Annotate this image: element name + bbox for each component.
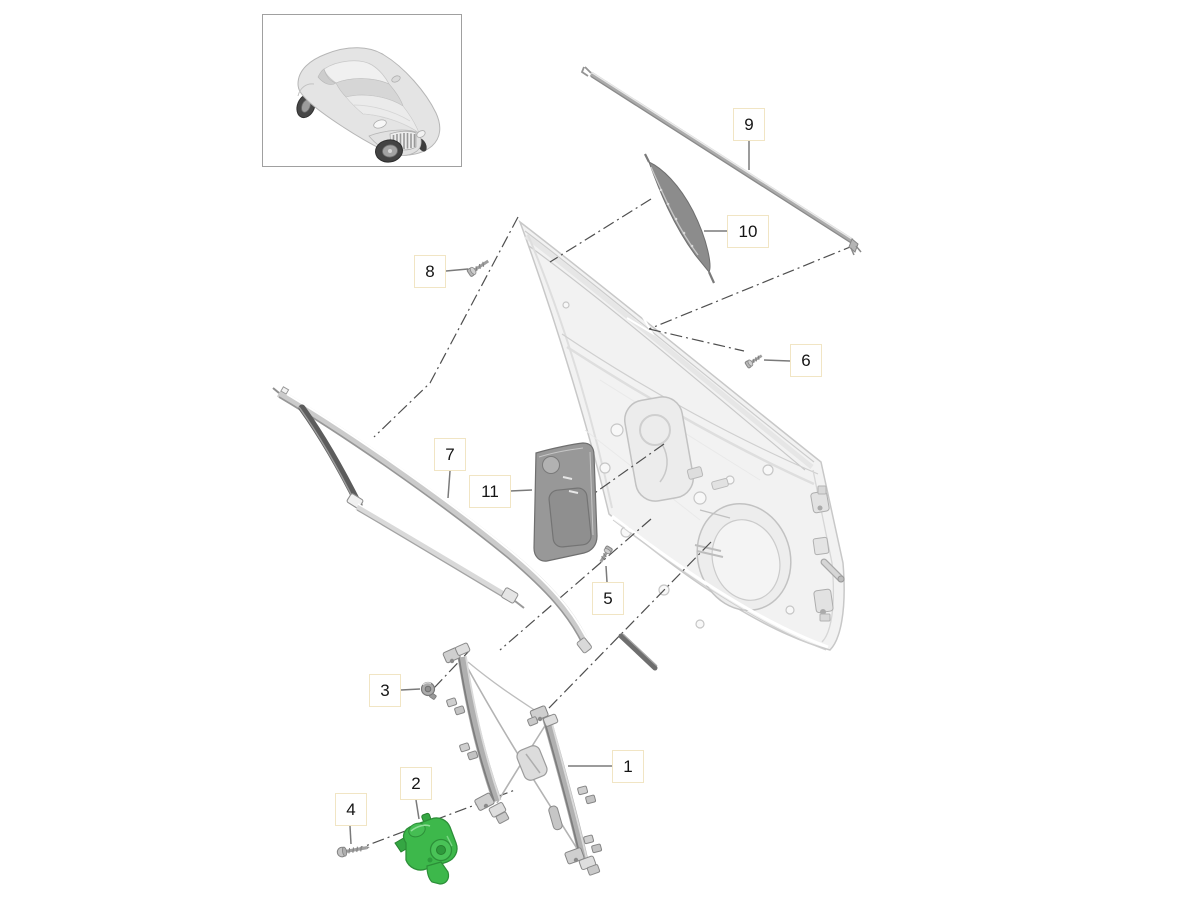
guide-line-screw5 <box>499 518 652 651</box>
leader-3 <box>400 688 421 691</box>
callout-6[interactable]: 6 <box>790 344 822 377</box>
part-window-motor-highlighted[interactable] <box>394 812 458 885</box>
panel-holes <box>562 301 795 629</box>
callout-2[interactable]: 2 <box>400 767 432 800</box>
molding-front-clip <box>580 66 592 77</box>
callout-10[interactable]: 10 <box>727 215 769 248</box>
channel-rear-strip <box>618 633 658 671</box>
callout-3-label: 3 <box>380 680 390 700</box>
part-pillar-trim[interactable] <box>644 153 716 284</box>
leader-2 <box>415 799 420 820</box>
assembly-guide-lines <box>351 198 856 852</box>
callout-5[interactable]: 5 <box>592 582 624 615</box>
leader-7 <box>447 470 451 499</box>
latch-mechanism-details <box>686 466 731 558</box>
guide-line-trim10 <box>549 198 652 263</box>
callout-11-label: 11 <box>481 481 499 501</box>
callout-7-label: 7 <box>445 444 455 464</box>
part-bolt-4[interactable] <box>336 842 371 858</box>
leader-8 <box>445 268 469 272</box>
callout-3[interactable]: 3 <box>369 674 401 707</box>
callout-4[interactable]: 4 <box>335 793 367 826</box>
guide-line-motor-bolt4 <box>351 789 516 852</box>
guide-line-screw8 <box>373 216 519 438</box>
regulator-front-rail <box>541 714 589 862</box>
vehicle-thumbnail <box>262 14 462 167</box>
door-hinges <box>810 485 845 622</box>
callout-5-label: 5 <box>603 588 613 608</box>
callout-8-label: 8 <box>425 261 435 281</box>
callout-8[interactable]: 8 <box>414 255 446 288</box>
guide-line-grommet3 <box>433 650 470 689</box>
vehicle-illustration <box>296 47 441 163</box>
part-belt-molding[interactable] <box>580 66 862 256</box>
callout-1-label: 1 <box>623 756 633 776</box>
callout-9-label: 9 <box>744 114 754 134</box>
trim-rivets <box>659 188 694 248</box>
callout-6-label: 6 <box>801 350 811 370</box>
regulator-rear-rail <box>457 656 502 803</box>
callout-10-label: 10 <box>738 221 758 241</box>
leader-11 <box>509 489 533 492</box>
part-cover-plate[interactable] <box>533 442 598 562</box>
callout-9[interactable]: 9 <box>733 108 765 141</box>
guide-line-regulator <box>547 541 712 710</box>
callout-7[interactable]: 7 <box>434 438 466 471</box>
part-screw-5[interactable] <box>598 545 613 563</box>
leader-lines <box>349 141 791 845</box>
callout-11[interactable]: 11 <box>469 475 511 508</box>
guide-line-cover11 <box>588 443 665 498</box>
callout-1[interactable]: 1 <box>612 750 644 783</box>
callout-2-label: 2 <box>411 773 421 793</box>
part-window-guide-channel[interactable] <box>272 386 658 671</box>
callout-4-label: 4 <box>346 799 356 819</box>
guide-line-molding9 <box>648 244 856 330</box>
part-grommet[interactable] <box>420 681 437 700</box>
part-screw-8[interactable] <box>466 258 491 277</box>
door-shell <box>518 219 845 651</box>
leader-6 <box>763 359 791 362</box>
leader-5 <box>605 565 608 583</box>
leader-4 <box>349 825 352 845</box>
part-bolt-6[interactable] <box>744 353 764 369</box>
part-window-regulator[interactable] <box>442 642 603 876</box>
guide-line-bolt6 <box>648 328 745 352</box>
